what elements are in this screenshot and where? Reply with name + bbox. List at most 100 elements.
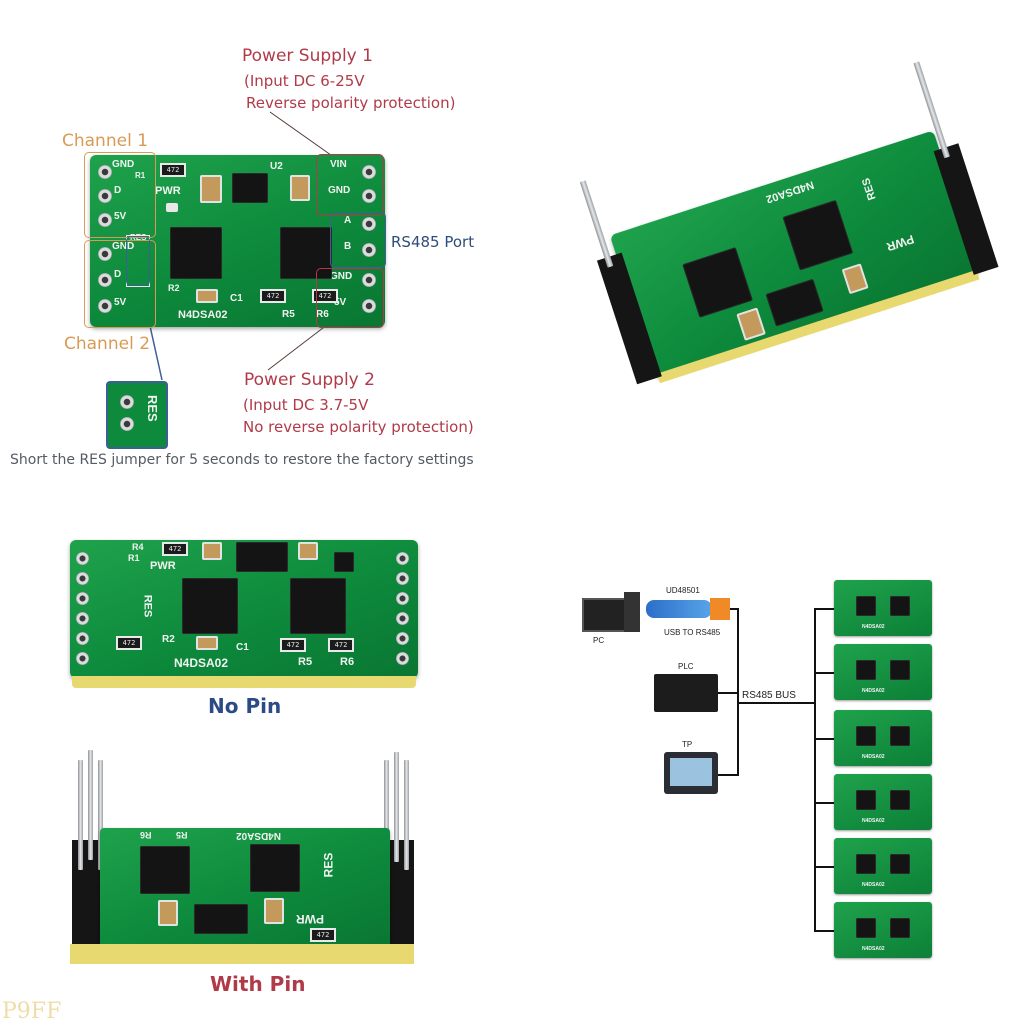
res-label: RES [860, 176, 879, 202]
ic-chip-right [290, 578, 346, 634]
pin-label-5v: 5V [334, 297, 347, 308]
annotated-board: GND D 5V GND D 5V VIN GND A B GND 5V 472… [90, 155, 385, 327]
board-model-label: N4DSA02 [862, 754, 885, 760]
resistor: 472 [160, 163, 186, 177]
capacitor [736, 307, 766, 341]
pad [98, 273, 112, 287]
pwr-label: PWR [296, 912, 324, 926]
small-chip [334, 552, 354, 572]
no-pin-board: R4 R1 472 PWR RES R2 C1 472 472 472 N4DS… [70, 540, 418, 678]
pc-label: PC [593, 636, 605, 645]
capacitor [196, 289, 218, 303]
c1-label: C1 [236, 642, 249, 653]
pin-label-gnd: GND [112, 241, 135, 252]
pad [396, 572, 409, 585]
board-edge [72, 676, 416, 688]
regulator-chip [232, 173, 268, 203]
board-model-label: N4DSA02 [862, 882, 885, 888]
bus-drop [814, 930, 834, 932]
ic-chip [856, 790, 876, 810]
resistor: 472 [260, 289, 286, 303]
touch-panel-screen [670, 758, 712, 786]
r6-label: R6 [140, 830, 152, 840]
resistor: 472 [328, 638, 354, 652]
reset-note: Short the RES jumper for 5 seconds to re… [10, 452, 474, 468]
capacitor [202, 542, 222, 560]
angled-board-group: N4DSA02 PWR RES [578, 61, 1001, 394]
with-pin-caption: With Pin [210, 972, 306, 996]
capacitor [200, 175, 222, 203]
power-supply-1-line1: (Input DC 6-25V [244, 72, 365, 90]
plc-icon [654, 674, 718, 712]
pad [362, 165, 376, 179]
bus-wire [730, 608, 738, 610]
board-model-label: N4DSA02 [862, 688, 885, 694]
board-edge [70, 944, 414, 964]
pc-tower-icon [624, 592, 640, 632]
pad [98, 247, 112, 261]
angled-board: N4DSA02 PWR RES [609, 130, 980, 379]
resistor: 472 [312, 289, 338, 303]
ic-chip [782, 199, 854, 271]
ic-chip [856, 854, 876, 874]
bus-wire [737, 702, 815, 704]
r4-label: R4 [132, 542, 144, 552]
pin-label-a: A [344, 215, 352, 226]
capacitor [298, 542, 318, 560]
power-supply-2-title: Power Supply 2 [244, 370, 375, 390]
pin-label-vin: VIN [330, 159, 347, 170]
r5-label: R5 [176, 830, 188, 840]
bus-wire [718, 692, 738, 694]
pin [579, 180, 614, 268]
pad [76, 552, 89, 565]
ic-chip-right [280, 227, 332, 279]
pin-label-gnd: GND [112, 159, 135, 170]
bus-node-board: N4DSA02 [834, 644, 932, 700]
ic-chip [890, 596, 910, 616]
pad [76, 632, 89, 645]
pad [98, 213, 112, 227]
pad [396, 592, 409, 605]
resistor: 472 [162, 542, 188, 556]
pin [88, 750, 93, 860]
pad [362, 273, 376, 287]
pad [362, 189, 376, 203]
bus-wire [718, 774, 738, 776]
res-label: RES [141, 594, 154, 618]
ic-chip-left [182, 578, 238, 634]
usb-converter-icon [646, 600, 712, 618]
bus-drop [814, 608, 834, 610]
r1-label: R1 [135, 171, 146, 180]
bus-node-board: N4DSA02 [834, 902, 932, 958]
pin-label-b: B [344, 241, 352, 252]
tp-label: TP [682, 740, 693, 749]
c1-label: C1 [230, 293, 243, 304]
terminal-block-icon [710, 598, 730, 620]
ic-chip-right [250, 844, 300, 892]
pin-label-d: D [114, 185, 122, 196]
u2-label: U2 [270, 161, 283, 172]
channel-2-label: Channel 2 [64, 334, 151, 354]
ic-chip-left [140, 846, 190, 894]
board-model-label: N4DSA02 [862, 624, 885, 630]
pad [396, 632, 409, 645]
r6-label: R6 [340, 656, 355, 668]
pad [396, 552, 409, 565]
no-pin-caption: No Pin [208, 694, 282, 718]
ic-chip [856, 660, 876, 680]
capacitor [290, 175, 310, 201]
bus-drop [814, 802, 834, 804]
power-supply-2-line1: (Input DC 3.7-5V [243, 396, 369, 414]
pin [98, 760, 103, 870]
pin [384, 760, 389, 870]
rs485-port-label: RS485 Port [391, 233, 475, 251]
pin [394, 752, 399, 862]
channel-2-outline [84, 240, 156, 328]
board-model-label: N4DSA02 [178, 309, 228, 321]
capacitor [841, 263, 869, 295]
pad [396, 612, 409, 625]
regulator-chip [194, 904, 248, 934]
ic-chip [682, 247, 753, 318]
r2-label: R2 [162, 634, 175, 645]
usb-model-label: UD48501 [666, 586, 700, 595]
